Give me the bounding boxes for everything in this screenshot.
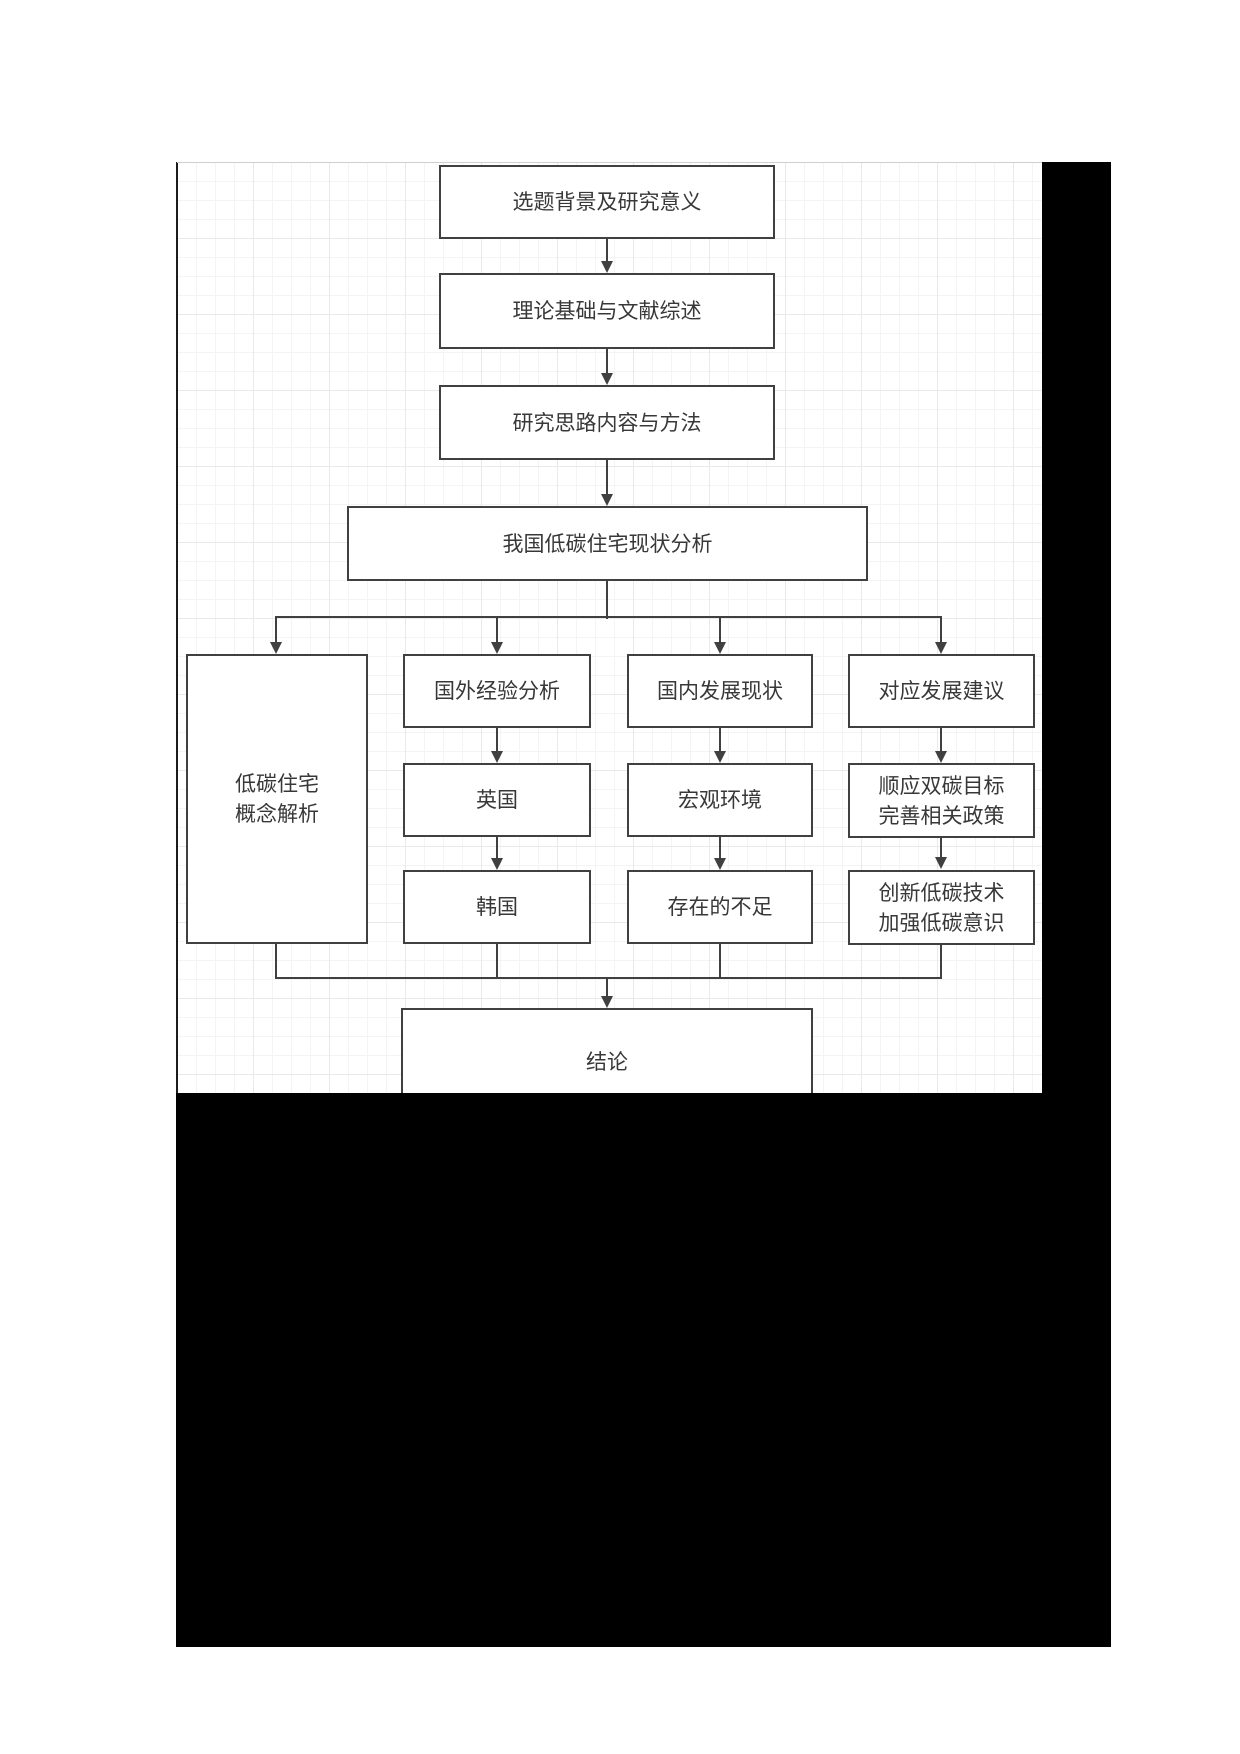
arrowhead-method-to-status [601, 494, 613, 506]
connector-policy-to-tech [940, 838, 942, 859]
connector-branch-col4 [940, 616, 942, 643]
canvas-left-border [176, 162, 178, 1093]
connector-branch-col2 [496, 616, 498, 643]
arrowhead-domestic-to-macro [714, 751, 726, 763]
node-topic-background: 选题背景及研究意义 [439, 165, 775, 239]
connector-macro-to-deficiency [719, 837, 721, 859]
connector-domestic-to-macro [719, 728, 721, 752]
black-mask-bottom [176, 1093, 1111, 1647]
connector-status-stem [606, 581, 608, 619]
node-dual-carbon-policy: 顺应双碳目标 完善相关政策 [848, 763, 1035, 838]
connector-foreign-to-uk [496, 728, 498, 752]
arrowhead-theory-to-method [601, 373, 613, 385]
connector-topic-to-theory [606, 239, 608, 262]
connector-uk-to-korea [496, 837, 498, 859]
arrowhead-macro-to-deficiency [714, 858, 726, 870]
arrowhead-branch-col1 [270, 642, 282, 654]
node-deficiencies: 存在的不足 [627, 870, 813, 944]
node-korea: 韩国 [403, 870, 591, 944]
arrowhead-topic-to-theory [601, 261, 613, 273]
arrowhead-branch-col2 [491, 642, 503, 654]
node-development-suggestions: 对应发展建议 [848, 654, 1035, 728]
node-low-carbon-tech: 创新低碳技术 加强低碳意识 [848, 870, 1035, 945]
arrowhead-to-conclusion [601, 996, 613, 1008]
node-theory-literature: 理论基础与文献综述 [439, 273, 775, 349]
black-mask-right [1042, 162, 1111, 1093]
node-uk: 英国 [403, 763, 591, 837]
connector-theory-to-method [606, 349, 608, 374]
connector-col2-down [496, 944, 498, 979]
arrowhead-foreign-to-uk [491, 751, 503, 763]
connector-col1-down [275, 944, 277, 979]
node-macro-environment: 宏观环境 [627, 763, 813, 837]
connector-method-to-status [606, 460, 608, 495]
arrowhead-policy-to-tech [935, 857, 947, 869]
node-domestic-status: 国内发展现状 [627, 654, 813, 728]
connector-branch-col3 [719, 616, 721, 643]
arrowhead-uk-to-korea [491, 858, 503, 870]
connector-converge-bar [275, 977, 942, 979]
arrowhead-branch-col3 [714, 642, 726, 654]
arrowhead-suggestion-to-policy [935, 751, 947, 763]
connector-to-conclusion [606, 977, 608, 997]
node-concept-analysis: 低碳住宅 概念解析 [186, 654, 368, 944]
connector-branch-col1 [275, 616, 277, 643]
canvas-top-border [177, 162, 1042, 163]
node-foreign-experience: 国外经验分析 [403, 654, 591, 728]
node-status-analysis: 我国低碳住宅现状分析 [347, 506, 868, 581]
connector-suggestion-to-policy [940, 728, 942, 752]
node-research-method: 研究思路内容与方法 [439, 385, 775, 460]
connector-branch-bar [275, 616, 942, 618]
arrowhead-branch-col4 [935, 642, 947, 654]
connector-col4-down [940, 945, 942, 979]
connector-col3-down [719, 944, 721, 979]
